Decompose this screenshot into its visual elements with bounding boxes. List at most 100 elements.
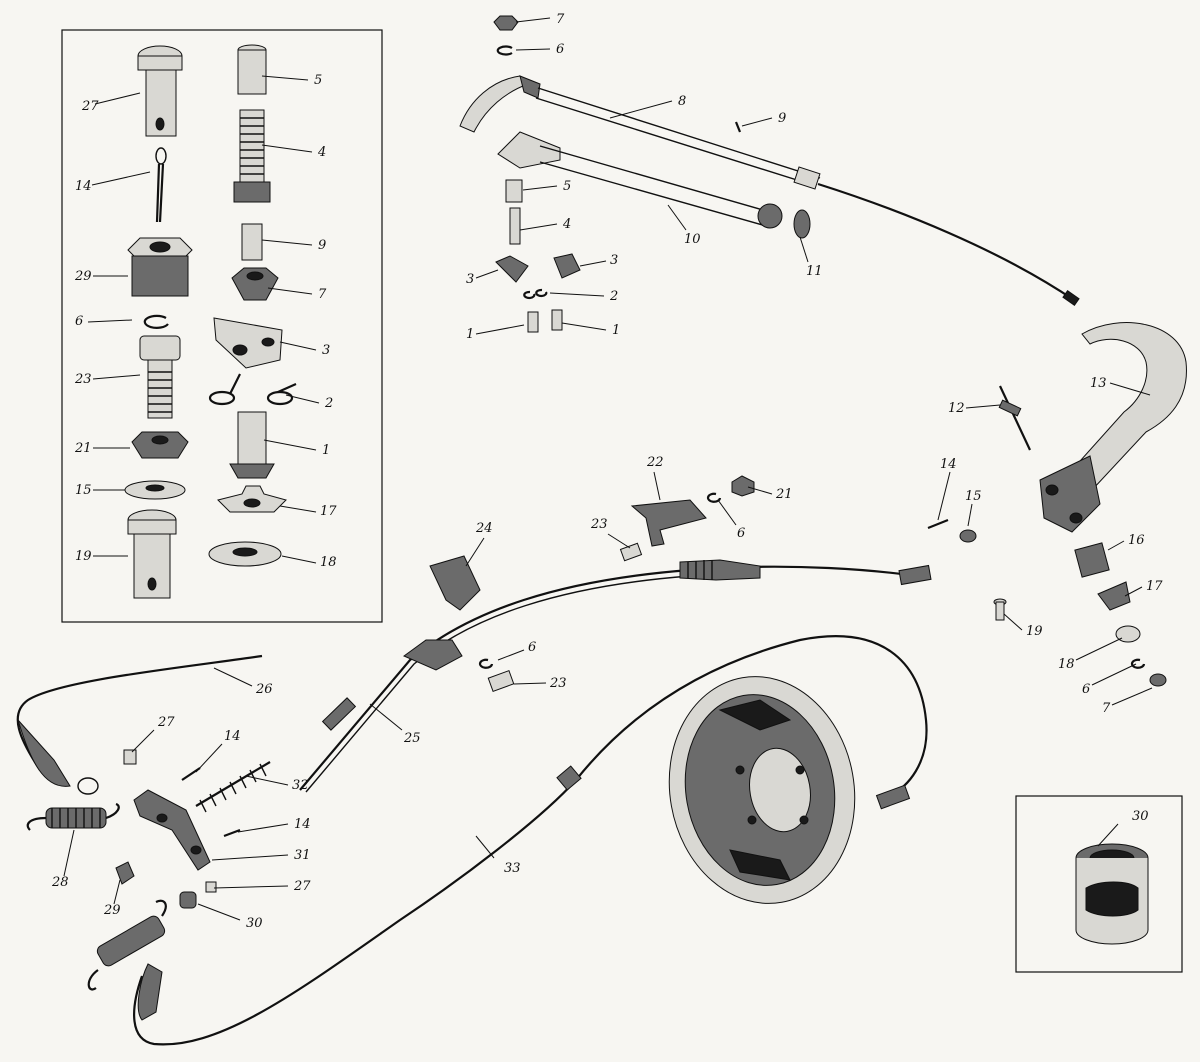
part-number-label-d22: 22 <box>646 455 664 470</box>
bushing-30-small <box>179 891 197 909</box>
screw-1-left <box>527 311 539 333</box>
leader-line-a2 <box>285 394 320 404</box>
inset-left-column <box>124 45 193 599</box>
part-number-label-a29: 29 <box>74 269 92 284</box>
leader-line-c19 <box>1003 613 1023 631</box>
leader-line-c15 <box>967 503 973 527</box>
part-number-label-a2: 2 <box>324 396 333 411</box>
nut-21 <box>131 431 189 459</box>
leader-line-a1 <box>263 439 317 451</box>
leader-line-d6 <box>717 499 737 526</box>
pin-19-right <box>993 598 1007 621</box>
leader-line-e23 <box>513 682 547 685</box>
leader-line-d24 <box>465 537 485 567</box>
part-number-label-b2: 2 <box>609 289 618 304</box>
part-number-label-d24: 24 <box>475 521 493 536</box>
nut-7 <box>231 267 279 301</box>
part-number-label-f26: 26 <box>255 682 273 697</box>
leader-line-b2 <box>549 292 605 297</box>
part-number-label-f31: 31 <box>294 848 311 863</box>
part-number-label-c16: 16 <box>1128 533 1145 548</box>
part-number-label-c14: 14 <box>940 457 957 472</box>
leader-line-h30 <box>1097 823 1119 847</box>
part-number-label-b11: 11 <box>806 264 823 279</box>
part-number-label-b6: 6 <box>556 42 564 57</box>
leader-line-a23 <box>92 374 141 380</box>
lock-plate-17-right <box>1097 581 1131 611</box>
leader-line-b9 <box>741 117 773 127</box>
bracket-24 <box>429 555 481 611</box>
bolt-23-center <box>619 542 643 562</box>
leader-line-d22 <box>653 471 661 501</box>
cotter-14-mid <box>223 828 241 838</box>
washer-11 <box>793 209 811 239</box>
hand-lever-assembly <box>459 15 1080 333</box>
leader-line-d21 <box>747 486 773 495</box>
leader-line-f28 <box>63 829 75 877</box>
bracket-22 <box>630 499 707 547</box>
part-number-label-f27t: 27 <box>157 715 175 730</box>
part-number-label-a6: 6 <box>75 314 83 329</box>
leader-line-g33 <box>475 835 495 859</box>
leader-line-f27b <box>213 885 289 889</box>
stud-4-top <box>509 207 521 245</box>
part-number-label-b3r: 3 <box>610 253 618 268</box>
leader-line-b11 <box>799 236 809 263</box>
leader-line-b8 <box>609 100 673 119</box>
leader-line-a6 <box>87 319 133 323</box>
leader-line-e6 <box>497 649 525 661</box>
spacer-5 <box>237 44 267 95</box>
part-number-label-b4: 4 <box>562 217 571 232</box>
cable-26 <box>16 654 263 795</box>
leader-line-f30 <box>197 903 241 921</box>
lock-ring-6 <box>143 314 169 329</box>
leader-line-f32 <box>245 775 289 786</box>
bushing-30-large <box>1075 843 1149 945</box>
nut-21-center <box>731 475 755 497</box>
leader-line-e25 <box>369 703 403 731</box>
part-number-label-a14: 14 <box>75 179 92 194</box>
part-number-label-e23: 23 <box>549 676 567 691</box>
part-number-label-c13: 13 <box>1090 376 1107 391</box>
leader-line-a9 <box>261 239 313 246</box>
part-number-label-c19: 19 <box>1026 624 1043 639</box>
leader-line-a5 <box>261 75 309 81</box>
leader-line-d23 <box>607 533 631 549</box>
part-number-label-b3l: 3 <box>466 272 474 287</box>
part-number-label-f29: 29 <box>103 903 121 918</box>
pedal-lever-13 <box>1039 322 1187 533</box>
screw-1 <box>229 411 275 479</box>
leader-line-b5 <box>522 185 558 191</box>
callout-labels: 2714296232115195497321171876895410113321… <box>51 12 1163 931</box>
screw-1-right <box>551 309 563 331</box>
part-number-label-b1l: 1 <box>466 327 474 342</box>
brake-backing-plate <box>668 676 856 904</box>
leader-line-f31 <box>211 854 289 861</box>
part-number-label-d6: 6 <box>737 526 745 541</box>
detail-inset-frame <box>61 29 383 623</box>
part-number-label-d21: 21 <box>775 487 793 502</box>
bracket-3-left <box>495 255 529 283</box>
part-number-label-c12: 12 <box>948 401 965 416</box>
spring-28-bottom <box>87 899 167 991</box>
nut-7-top <box>493 15 519 31</box>
ring-6-top <box>496 45 513 56</box>
part-number-label-f28: 28 <box>51 875 69 890</box>
part-number-label-b8: 8 <box>678 94 686 109</box>
part-number-label-a17: 17 <box>320 504 337 519</box>
part-number-label-e6: 6 <box>528 640 536 655</box>
part-number-label-a7: 7 <box>318 287 327 302</box>
washer-18 <box>208 541 282 567</box>
leader-line-f26 <box>213 667 253 687</box>
leader-line-b7 <box>515 17 551 23</box>
lock-plate-17 <box>217 485 287 513</box>
adjusting-nut-29 <box>127 237 193 297</box>
part-number-label-b10: 10 <box>684 232 701 247</box>
part-number-label-c6: 6 <box>1082 682 1090 697</box>
bracket-3-right <box>553 253 581 279</box>
bolt-23-lower <box>487 670 515 692</box>
washer-15 <box>124 480 186 500</box>
part-number-label-a1: 1 <box>322 443 330 458</box>
leader-line-b1r <box>561 322 607 331</box>
leader-line-c6 <box>1091 663 1137 686</box>
